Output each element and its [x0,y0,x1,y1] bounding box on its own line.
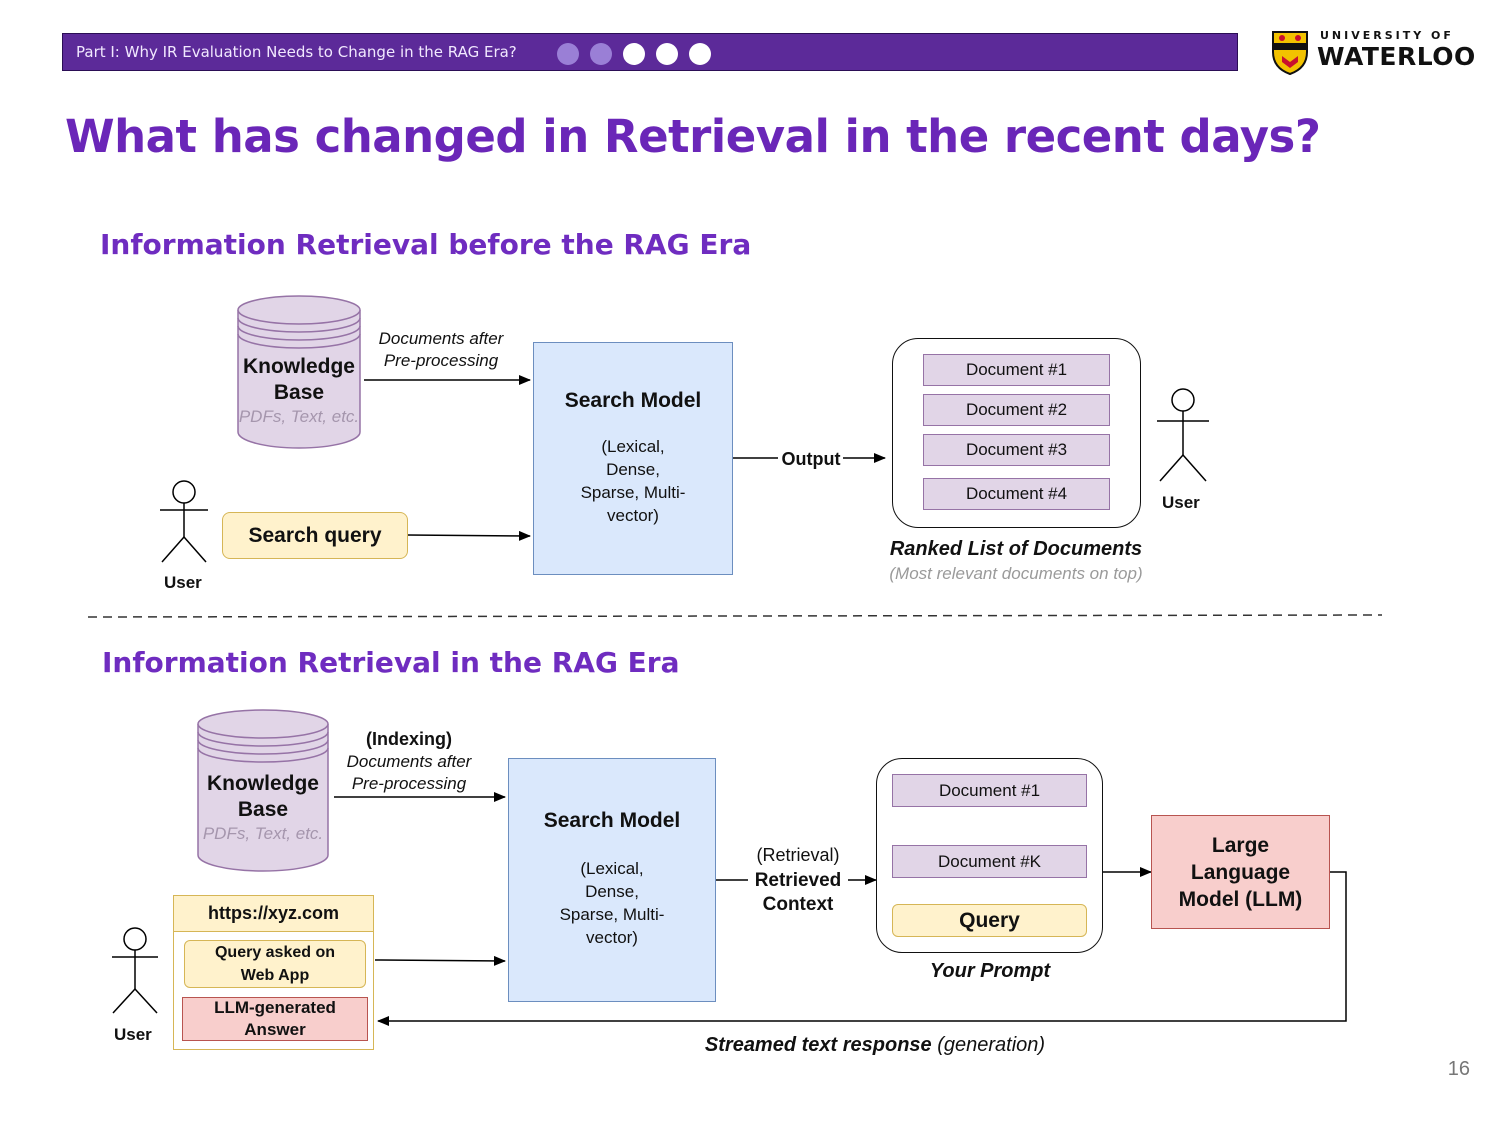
search-query-box: Search query [222,512,408,559]
ranked-doc-1: Document #1 [923,354,1110,386]
streamed-response-bold: Streamed text response [704,1034,932,1056]
retrieved-context-label: Retrieved Context [748,869,848,917]
page-number: 16 [1447,1058,1470,1080]
kb-sub-1: PDFs, Text, etc. [238,407,360,426]
retrieval-label: (Retrieval) [756,845,840,865]
user-label-right-1: User [1162,493,1200,512]
streamed-response-label: Streamed text response (generation) [640,1034,1110,1056]
output-label: Output [781,449,841,469]
web-app-panel: https://xyz.com Query asked on Web App L… [173,895,374,1050]
web-app-query: Query asked on Web App [184,940,366,988]
user-icon-right-1 [1157,388,1209,482]
search-model-title-2: Search Model [543,809,681,832]
prompt-doc-1: Document #1 [892,774,1087,807]
ranked-list-title: Ranked List of Documents [889,538,1143,560]
edge-label-docs-2: Documents after Pre-processing [346,752,472,793]
user-label-2: User [114,1025,152,1044]
streamed-response-rest: (generation) [931,1034,1046,1056]
your-prompt-label: Your Prompt [929,960,1051,982]
section-separator [87,614,1383,618]
user-icon-2 [112,927,158,1014]
ranked-doc-3: Document #3 [923,434,1110,466]
kb-label-1: Knowledge Base PDFs, Text, etc. [238,354,360,428]
ranked-list-subtitle: (Most relevant documents on top) [889,564,1143,583]
logo-line2: WATERLOO [1317,42,1476,71]
ranked-doc-4: Document #4 [923,478,1110,510]
kb-cylinder-1 [237,295,361,449]
slide-title: What has changed in Retrieval in the rec… [65,110,1321,163]
ranked-doc-2: Document #2 [923,394,1110,426]
kb-label-2: Knowledge Base PDFs, Text, etc. [198,771,328,845]
crest-icon [1272,31,1308,76]
arrow-query-to-search-1 [406,530,531,541]
kb-title-2: Knowledge Base [206,772,319,821]
header-section-title: Part I: Why IR Evaluation Needs to Chang… [76,43,517,61]
arrow-llm-to-webapp [377,871,1347,1026]
search-model-2: Search Model (Lexical, Dense, Sparse, Mu… [508,758,716,1002]
logo-line1: UNIVERSITY OF [1320,29,1454,42]
web-app-url: https://xyz.com [174,896,373,932]
progress-dot-2 [590,43,612,65]
prompt-query-box: Query [892,904,1087,937]
search-model-title-1: Search Model [564,389,702,412]
web-app-answer: LLM-generated Answer [182,997,368,1041]
kb-title-1: Knowledge Base [242,355,355,404]
progress-dot-5 [689,43,711,65]
university-logo: UNIVERSITY OF WATERLOO [1270,28,1475,80]
prompt-doc-k: Document #K [892,845,1087,878]
progress-dot-1 [557,43,579,65]
user-label-left-1: User [164,573,202,592]
user-icon-left-1 [160,480,208,563]
search-model-1: Search Model (Lexical, Dense, Sparse, Mu… [533,342,733,575]
llm-box: Large Language Model (LLM) [1151,815,1330,929]
progress-dot-4 [656,43,678,65]
search-model-desc-2: (Lexical, Dense, Sparse, Multi-vector) [559,859,665,947]
search-model-desc-1: (Lexical, Dense, Sparse, Multi-vector) [580,437,686,525]
edge-label-docs-1: Documents after Pre-processing [378,329,504,370]
edge-label-indexing: (Indexing) [366,729,452,749]
section1-heading: Information Retrieval before the RAG Era [100,228,752,261]
header-bar: Part I: Why IR Evaluation Needs to Chang… [62,33,1238,71]
progress-dot-3 [623,43,645,65]
arrow-webapp-to-search-2 [374,955,506,966]
section2-heading: Information Retrieval in the RAG Era [102,646,680,679]
kb-sub-2: PDFs, Text, etc. [202,824,324,843]
kb-cylinder-2 [197,709,329,872]
